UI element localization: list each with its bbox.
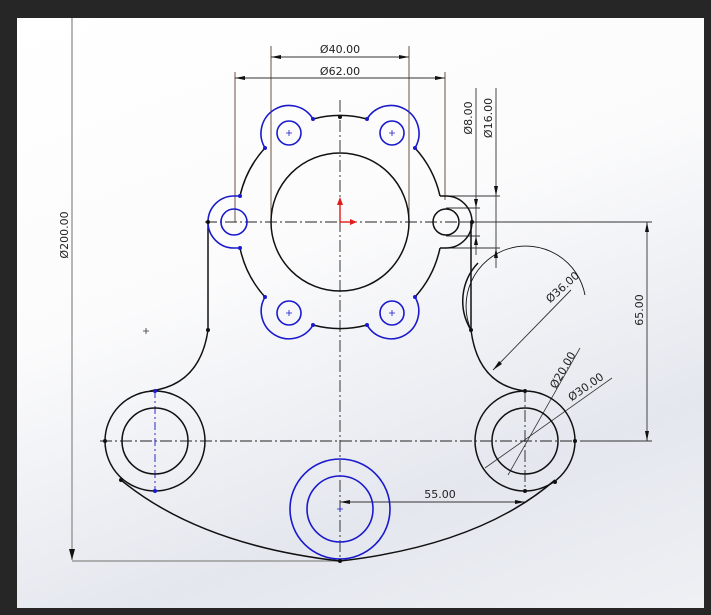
arc-radius-36[interactable] [465,245,586,331]
construction-vertices[interactable] [153,117,417,493]
sketch-point-icon [143,328,149,334]
dim-diameter-16[interactable]: Ø16.00 [446,88,500,268]
dim-diameter-20[interactable]: Ø20.00 [507,347,581,476]
dim-vertical-65[interactable]: 65.00 [460,221,652,442]
sketch-vertices[interactable] [103,115,577,563]
dim-65-text: 65.00 [633,294,646,326]
dim-62-text: Ø62.00 [320,65,360,78]
dim-36-text: Ø36.00 [543,269,582,306]
blue-features[interactable] [207,104,420,560]
drawing-sheet[interactable] [17,18,704,608]
dim-40-text: Ø40.00 [320,43,360,56]
dim-55-text: 55.00 [424,488,456,501]
dim-16-text: Ø16.00 [482,98,495,138]
dim-horizontal-55[interactable]: 55.00 [340,488,525,504]
dim-diameter-200[interactable]: Ø200.00 [58,18,340,562]
dim-20-text: Ø20.00 [547,350,578,391]
dim-diameter-8[interactable]: Ø8.00 [446,88,480,255]
origin-axes-icon[interactable] [337,197,357,225]
dim-8-text: Ø8.00 [462,101,475,134]
centerlines [100,100,580,560]
dim-diameter-40[interactable]: Ø40.00 [270,43,410,222]
dim-diameter-62[interactable]: Ø62.00 [234,65,446,222]
dim-30-text: Ø30.00 [566,370,606,404]
center-point-icon [286,130,395,512]
dim-200-text: Ø200.00 [58,211,71,258]
